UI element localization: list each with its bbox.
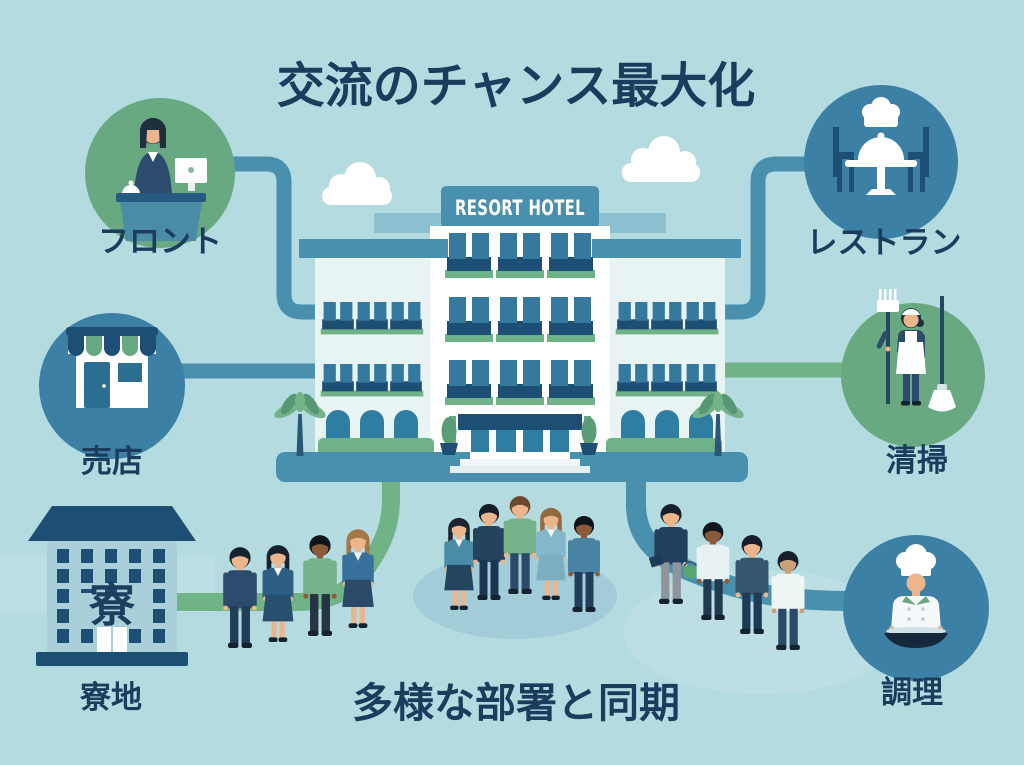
node-kitchen: 調理 xyxy=(843,535,989,711)
hotel-sign-text: RESORT HOTEL xyxy=(455,196,585,220)
chef-icon xyxy=(884,544,948,648)
cloud-icon xyxy=(322,162,392,205)
storefront-icon xyxy=(66,327,158,408)
connector-frontdesk-hotel xyxy=(220,156,340,320)
poster-caption: 多様な部署と同期 xyxy=(352,679,680,727)
node-shop: 売店 xyxy=(39,313,185,480)
hotel-entrance xyxy=(449,414,591,458)
cleaner-icon xyxy=(876,289,956,412)
hedge-right xyxy=(606,438,722,456)
staff-right-group xyxy=(649,504,805,650)
resort-hotel-building: RESORT HOTEL xyxy=(272,186,748,482)
dormitory-building-text: 寮 xyxy=(88,578,135,632)
front-desk-label: フロント xyxy=(98,224,222,260)
shop-label: 売店 xyxy=(81,444,143,480)
tablet-icon xyxy=(649,554,664,568)
hotel-steps xyxy=(450,452,590,473)
kitchen-label: 調理 xyxy=(881,675,943,711)
poster-title: 交流のチャンス最大化 xyxy=(277,58,756,114)
hedge-left xyxy=(318,438,434,456)
connector-restaurant-hotel xyxy=(700,156,820,320)
bucket-icon xyxy=(683,561,698,578)
hotel-sign xyxy=(441,186,599,228)
dormitory-building-icon: 寮 xyxy=(28,506,196,666)
restaurant-table-icon xyxy=(833,97,929,195)
node-dormitory: 寮 寮地 xyxy=(28,506,196,716)
receptionist-icon xyxy=(116,118,207,241)
housekeeping-label: 清掃 xyxy=(886,443,948,479)
node-front-desk: フロント xyxy=(85,98,235,260)
dormitory-label: 寮地 xyxy=(79,680,142,716)
node-housekeeping: 清掃 xyxy=(841,289,985,479)
node-restaurant: レストラン xyxy=(804,85,962,261)
cloud-icon xyxy=(622,136,700,182)
restaurant-label: レストラン xyxy=(807,225,962,261)
